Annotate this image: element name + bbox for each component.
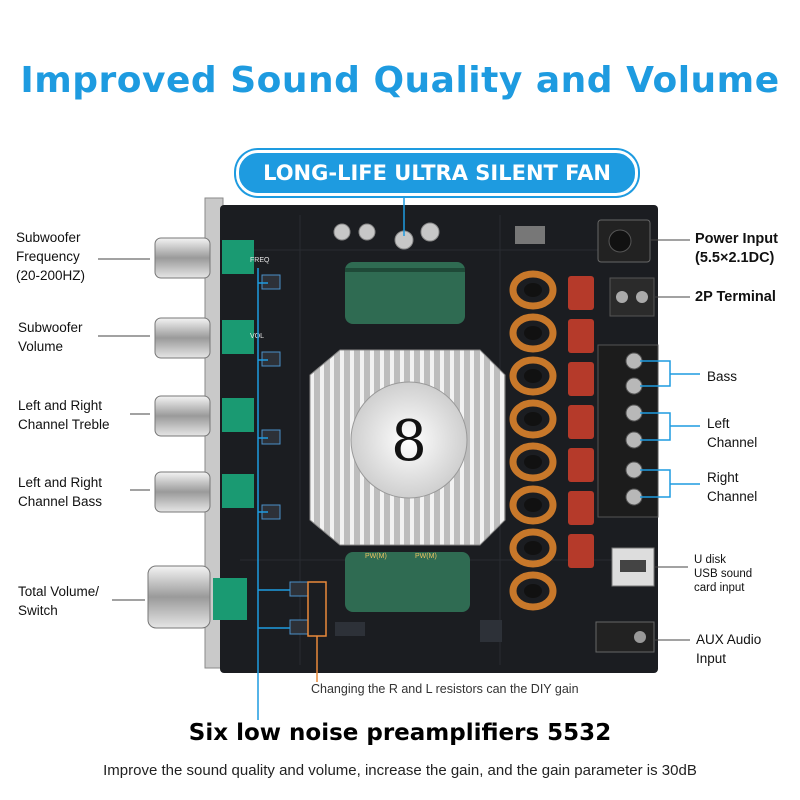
- headline: Improved Sound Quality and Volume: [20, 60, 780, 101]
- inductor-coil: [509, 528, 557, 568]
- fan-callout: LONG-LIFE ULTRA SILENT FAN: [236, 150, 638, 196]
- inductor-coil: [509, 485, 557, 525]
- label-usb-input: U disk USB sound card input: [694, 554, 753, 594]
- capacitor-bottom: [345, 552, 470, 612]
- svg-text:PW(M): PW(M): [365, 553, 387, 560]
- film-capacitor: [568, 405, 594, 439]
- label-bass-output: Bass: [707, 369, 738, 384]
- label-right-channel: Right Channel: [707, 470, 758, 504]
- vol-silk: VOL: [250, 333, 264, 340]
- inductor-core: [524, 455, 542, 469]
- inductor-coil: [509, 442, 557, 482]
- inductor-core: [524, 283, 542, 297]
- inductor-coil: [509, 356, 557, 396]
- freq-silk: FREQ: [250, 257, 270, 264]
- resistor-caption: Changing the R and L resistors can the D…: [311, 682, 579, 696]
- subheadline: Six low noise preamplifiers 5532: [188, 720, 612, 746]
- inductor-core: [524, 584, 542, 598]
- svg-text:PW(M): PW(M): [415, 553, 437, 560]
- inductor-core: [524, 498, 542, 512]
- label-subwoofer-frequency: Subwoofer Frequency (20-200HZ): [16, 230, 86, 283]
- film-capacitor: [568, 448, 594, 482]
- capacitor-top: [345, 262, 465, 324]
- film-capacitor: [568, 534, 594, 568]
- inductor-core: [524, 326, 542, 340]
- svg-text:8: 8: [391, 409, 427, 474]
- inductor-core: [524, 541, 542, 555]
- label-aux-input: AUX Audio Input: [696, 632, 762, 666]
- label-subwoofer-volume: Subwoofer Volume: [18, 320, 83, 354]
- label-treble: Left and Right Channel Treble: [18, 398, 110, 432]
- label-2p-terminal: 2P Terminal: [695, 289, 776, 305]
- label-power-input: Power Input (5.5×2.1DC): [695, 231, 778, 266]
- speaker-terminal-block: [597, 344, 659, 518]
- film-capacitor: [568, 319, 594, 353]
- knob-subwoofer-frequency: [154, 237, 254, 279]
- knob-bass: [154, 471, 254, 513]
- label-bass: Left and Right Channel Bass: [18, 475, 103, 509]
- inductor-coil: [509, 270, 557, 310]
- film-capacitor: [568, 491, 594, 525]
- heatsink: 8: [309, 349, 506, 546]
- inductor-core: [524, 369, 542, 383]
- inductor-coil: [509, 571, 557, 611]
- label-left-channel: Left Channel: [707, 416, 758, 450]
- knob-treble: [154, 395, 254, 437]
- knob-total-volume: [147, 565, 247, 629]
- film-capacitor: [568, 276, 594, 310]
- footnote: Improve the sound quality and volume, in…: [103, 762, 697, 779]
- inductor-core: [524, 412, 542, 426]
- inductor-coil: [509, 313, 557, 353]
- inductor-coil: [509, 399, 557, 439]
- film-capacitor: [568, 362, 594, 396]
- label-total-volume: Total Volume/ Switch: [18, 584, 100, 618]
- knob-subwoofer-volume: [154, 317, 254, 359]
